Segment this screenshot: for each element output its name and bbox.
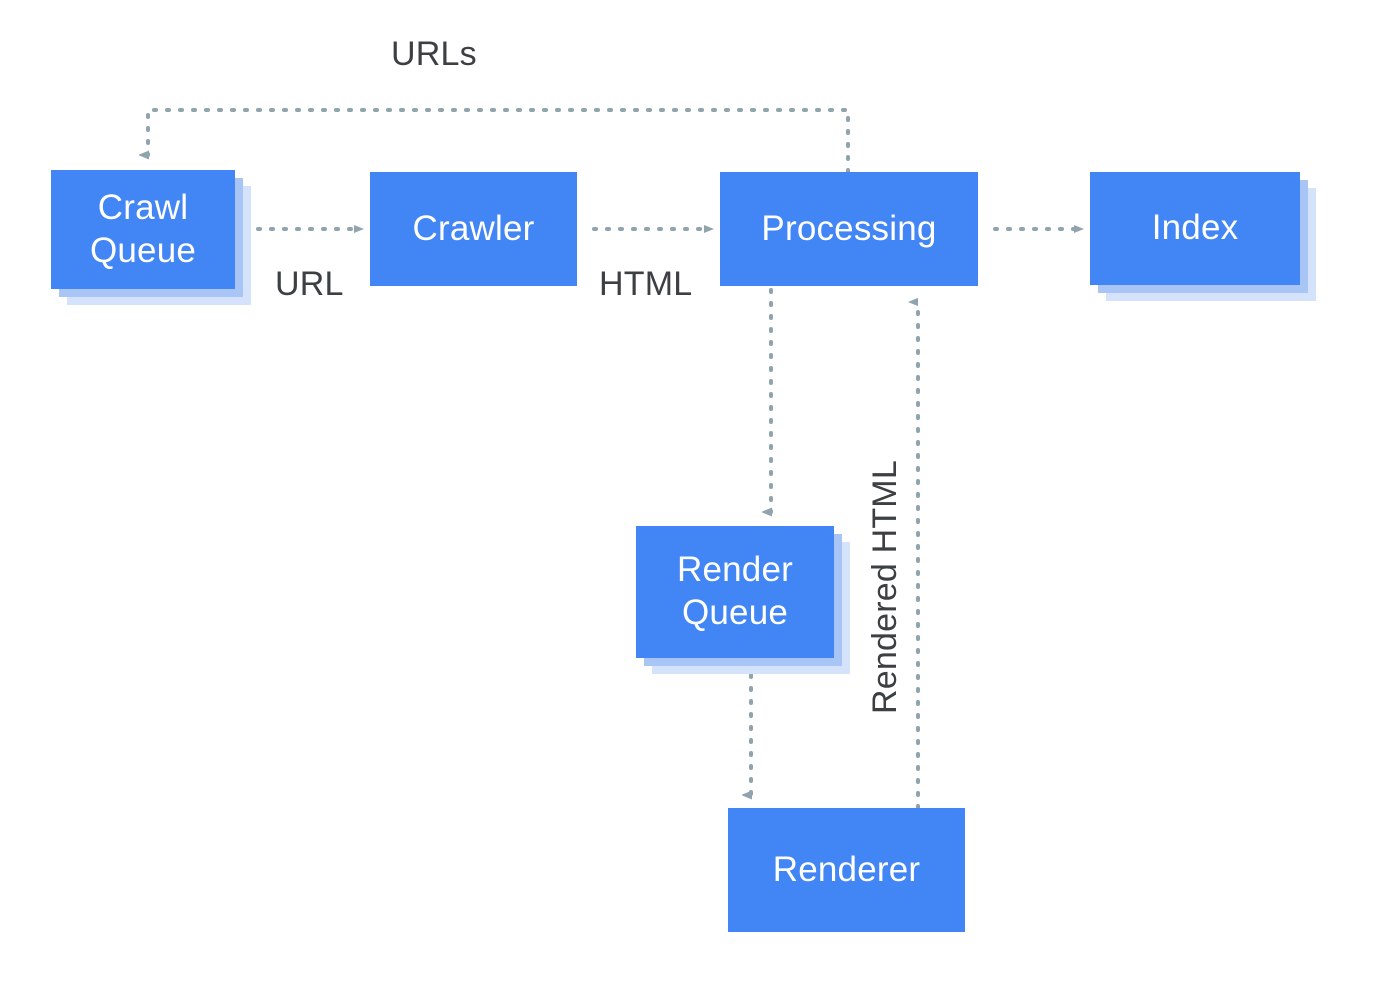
- node-index[interactable]: Index: [1090, 172, 1300, 285]
- node-render-queue[interactable]: Render Queue: [636, 526, 834, 658]
- edge-label-urls: URLs: [391, 35, 477, 73]
- edge-label-url: URL: [275, 265, 344, 303]
- edge-processing-to-crawlqueue: [148, 108, 850, 174]
- edge-label-rendered-html: Rendered HTML: [866, 460, 904, 714]
- edge-label-html: HTML: [599, 265, 693, 303]
- node-crawl-queue[interactable]: Crawl Queue: [51, 170, 235, 289]
- node-renderer[interactable]: Renderer: [728, 808, 965, 932]
- node-crawler[interactable]: Crawler: [370, 172, 577, 286]
- node-processing[interactable]: Processing: [720, 172, 978, 286]
